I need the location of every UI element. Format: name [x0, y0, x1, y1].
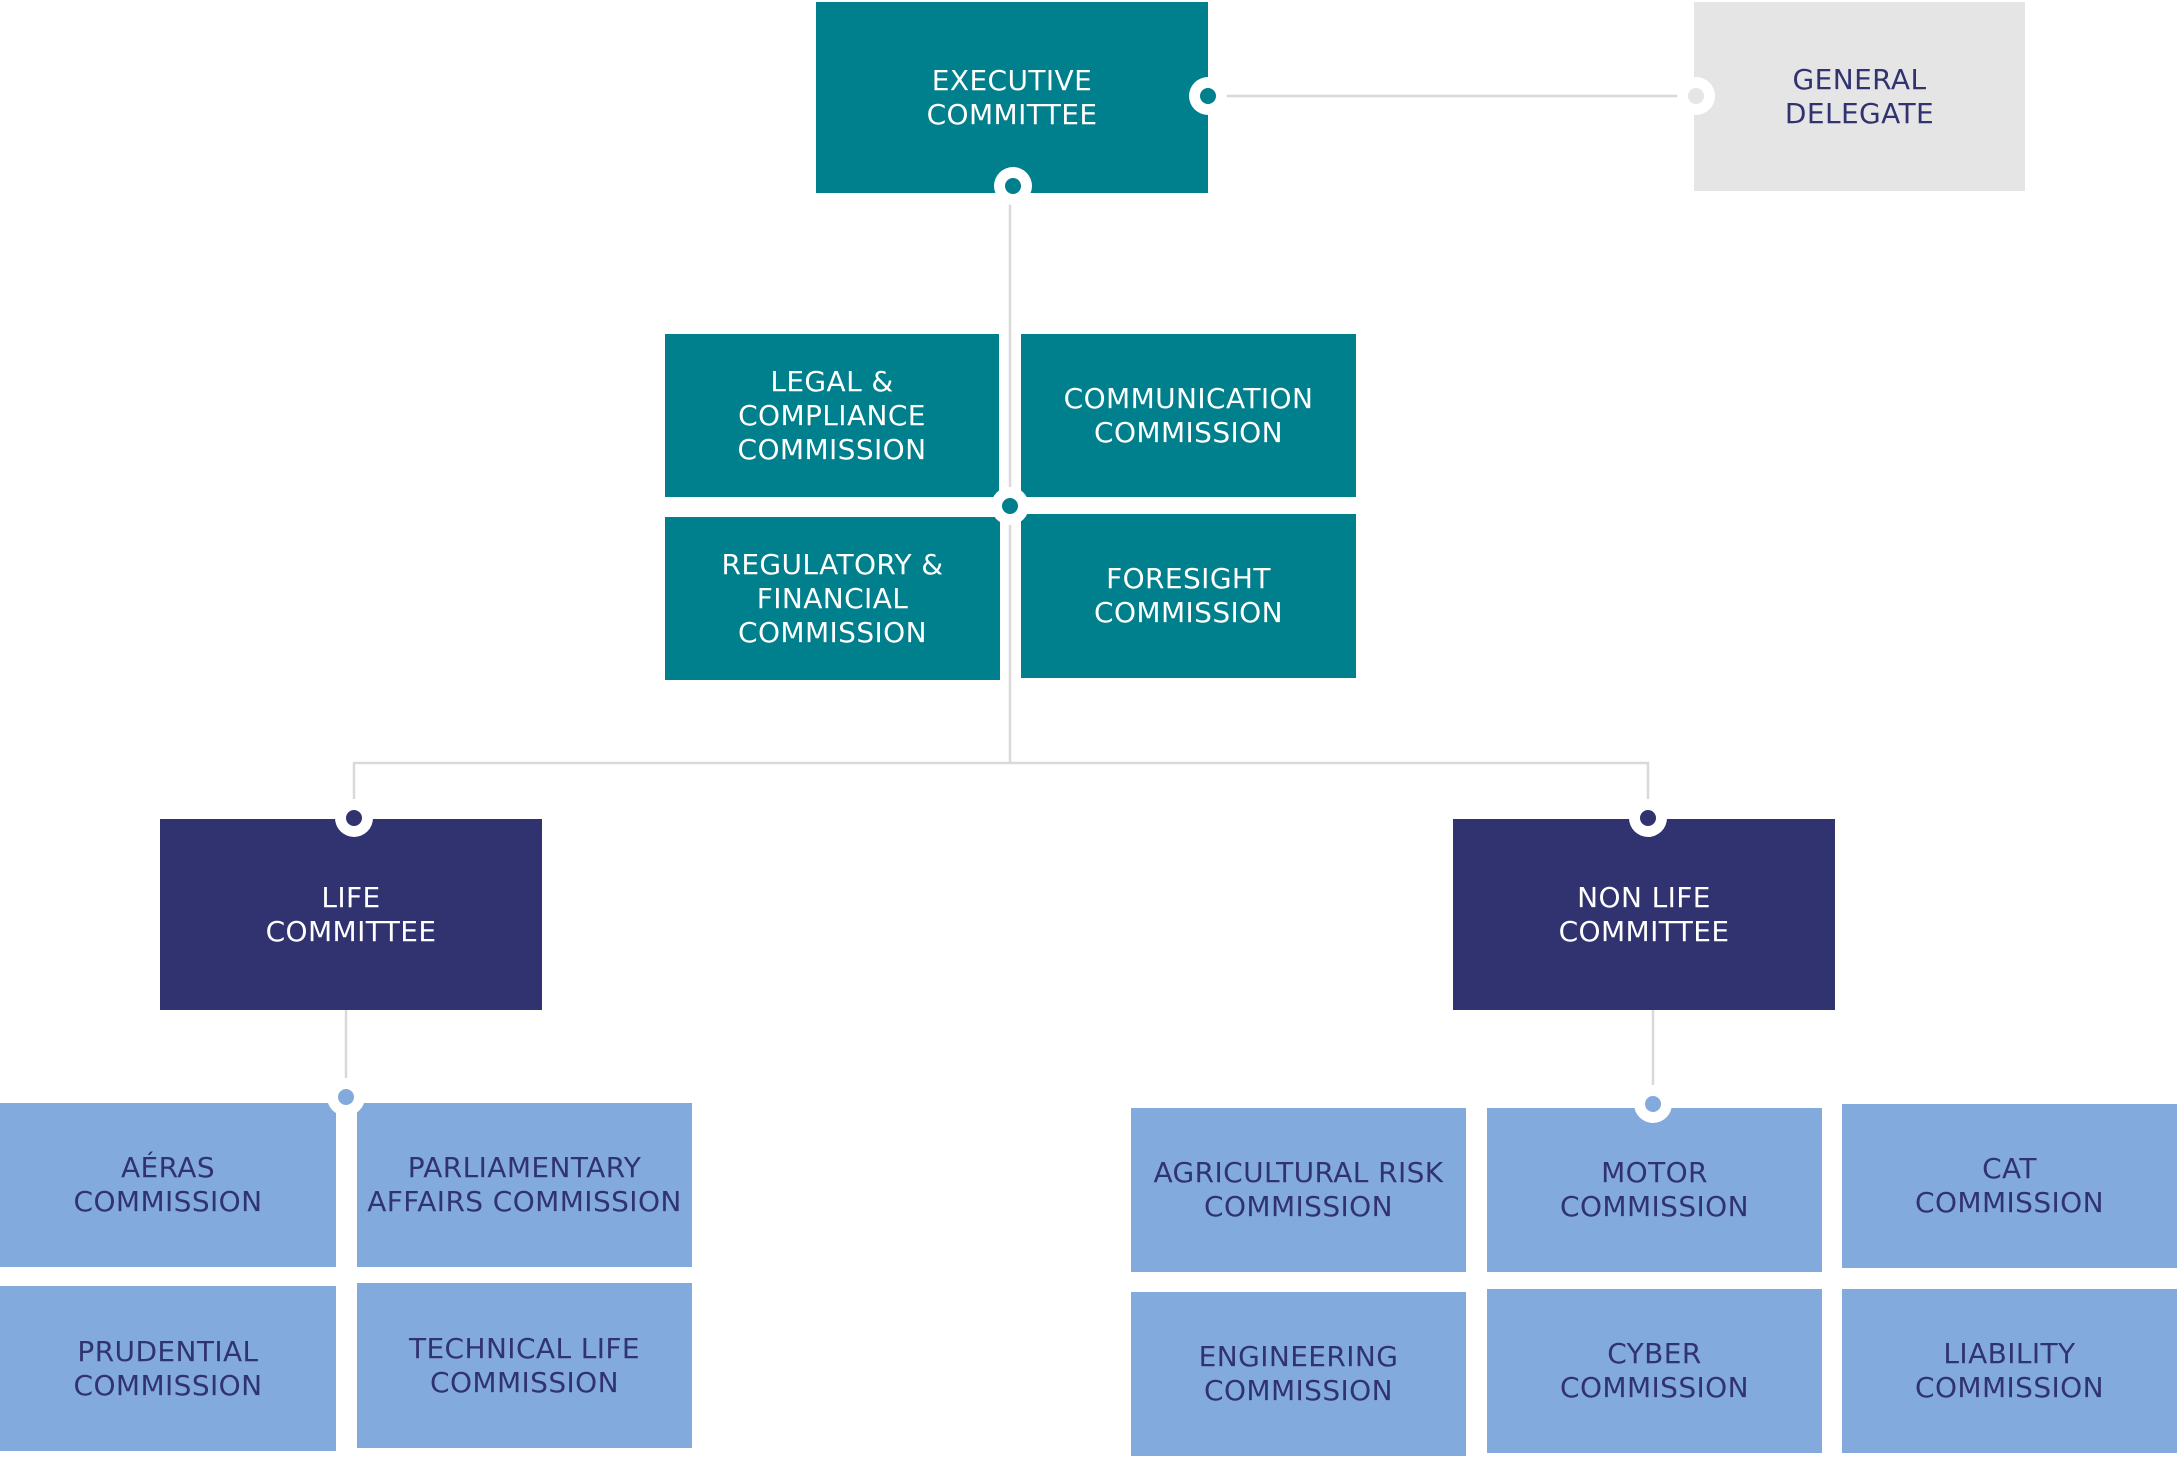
- exec-right-connector-dot: [1189, 77, 1227, 115]
- parliamentary-affairs-commission: PARLIAMENTARY AFFAIRS COMMISSION: [357, 1103, 692, 1267]
- aeras-commission: AÉRAS COMMISSION: [0, 1103, 336, 1267]
- life-commissions-dot: [327, 1078, 365, 1116]
- liability-commission: LIABILITY COMMISSION: [1842, 1289, 2177, 1453]
- general-delegate-box: GENERAL DELEGATE: [1694, 2, 2025, 191]
- connector-branch: [352, 761, 1650, 810]
- legal-compliance-commission: LEGAL & COMPLIANCE COMMISSION: [665, 334, 999, 497]
- technical-life-commission: TECHNICAL LIFE COMMISSION: [357, 1283, 692, 1448]
- prudential-commission: PRUDENTIAL COMMISSION: [0, 1286, 336, 1451]
- communication-commission: COMMUNICATION COMMISSION: [1021, 334, 1356, 497]
- foresight-commission: FORESIGHT COMMISSION: [1021, 514, 1356, 678]
- cat-commission: CAT COMMISSION: [1842, 1104, 2177, 1268]
- non-life-committee-box: NON LIFE COMMITTEE: [1453, 819, 1835, 1010]
- life-committee-box: LIFE COMMITTEE: [160, 819, 542, 1010]
- life-connector-dot: [335, 799, 373, 837]
- non-life-connector-dot: [1629, 799, 1667, 837]
- non-life-commissions-dot: [1634, 1085, 1672, 1123]
- motor-commission: MOTOR COMMISSION: [1487, 1108, 1822, 1272]
- exec-bottom-connector-dot: [994, 167, 1032, 205]
- agricultural-risk-commission: AGRICULTURAL RISK COMMISSION: [1131, 1108, 1466, 1272]
- cyber-commission: CYBER COMMISSION: [1487, 1289, 1822, 1453]
- regulatory-financial-commission: REGULATORY & FINANCIAL COMMISSION: [665, 517, 1000, 680]
- commissions-center-dot: [991, 487, 1029, 525]
- engineering-commission: ENGINEERING COMMISSION: [1131, 1292, 1466, 1456]
- delegate-connector-dot: [1677, 77, 1715, 115]
- executive-committee-box: EXECUTIVE COMMITTEE: [816, 2, 1208, 193]
